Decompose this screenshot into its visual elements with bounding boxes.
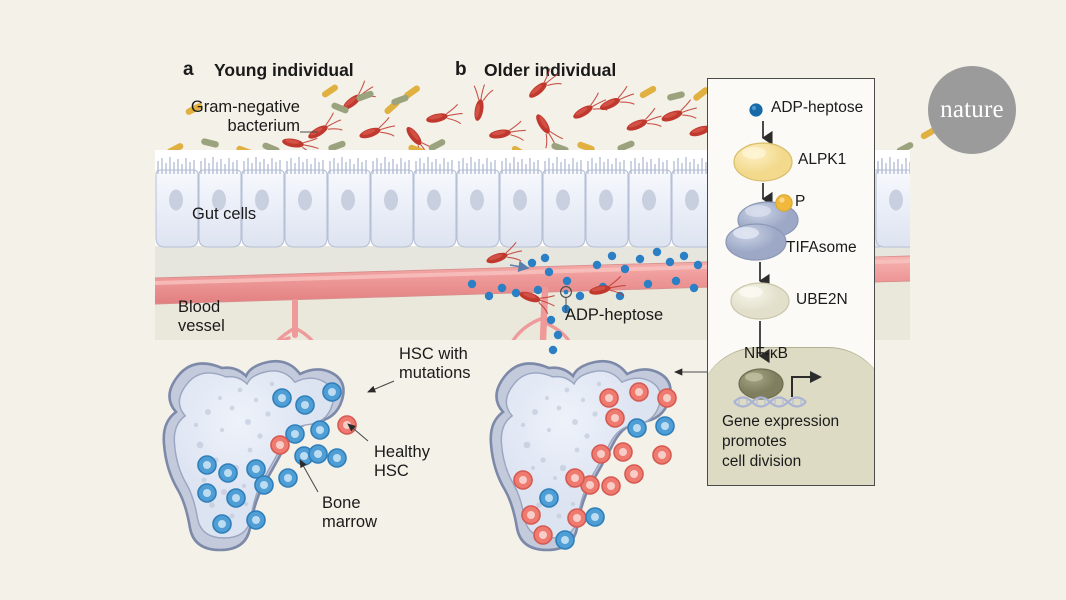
nucleus-background	[708, 347, 874, 485]
pathway-label-phosphate: P	[795, 193, 806, 210]
pathway-outcome-text: Gene expression promotes cell division	[722, 413, 840, 470]
label-blood-vessel: Blood vessel	[178, 298, 225, 335]
pathway-label-ube2n: UBE2N	[796, 291, 848, 308]
pathway-label-nfkb: NF-κB	[744, 345, 788, 362]
label-adp-heptose-vessel: ADP-heptose	[565, 306, 664, 324]
panel-title-a: Young individual	[214, 60, 354, 80]
panel-tag-b: b	[455, 59, 467, 80]
pathway-label-adp-heptose: ADP-heptose	[771, 99, 864, 116]
panel-title-b: Older individual	[484, 60, 617, 80]
label-gram-negative-bacterium: Gram-negative bacterium	[190, 98, 300, 135]
label-gut-cells: Gut cells	[192, 205, 257, 223]
bone-young	[162, 359, 357, 552]
bone-older	[489, 359, 677, 552]
label-hsc-with-mutations: HSC with mutations	[399, 345, 471, 382]
label-bone-marrow: Bone marrow	[322, 494, 378, 531]
pathway-label-alpk1: ALPK1	[798, 151, 847, 168]
pathway-label-tifasome: TIFAsome	[786, 239, 857, 256]
nature-logo-text: nature	[940, 96, 1004, 123]
signalling-pathway-panel: ADP-heptose ALPK1 P TIFAsome UBE2N NF-κB…	[707, 78, 875, 486]
nature-logo: nature	[928, 66, 1016, 154]
panel-tag-a: a	[183, 59, 194, 80]
label-healthy-hsc: Healthy HSC	[374, 443, 430, 480]
